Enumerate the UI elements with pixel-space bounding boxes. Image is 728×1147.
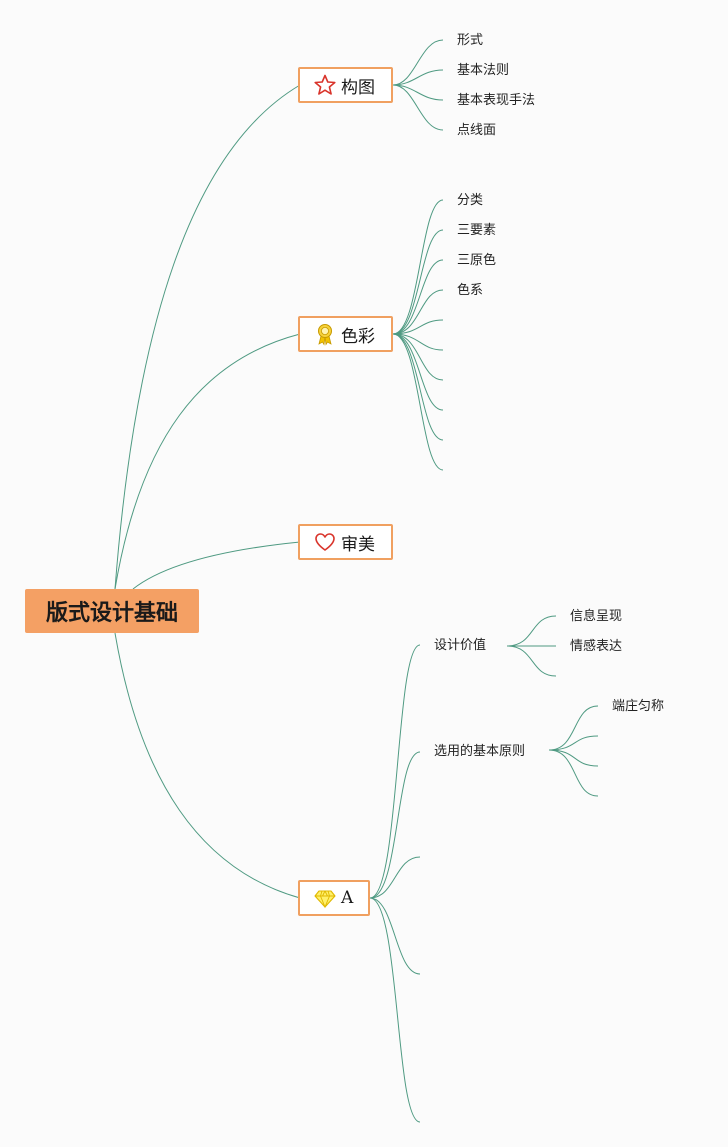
edge-root-a bbox=[114, 632, 301, 899]
edge-principle-2 bbox=[548, 735, 599, 751]
edge-principle-1 bbox=[548, 705, 599, 751]
subnode-basic-principles[interactable]: 选用的基本原则 bbox=[434, 744, 526, 759]
leaf-node[interactable]: 三原色 bbox=[457, 253, 497, 268]
edge-principle-3 bbox=[548, 749, 599, 767]
edge-root-goutu bbox=[114, 84, 301, 590]
root-label: 版式设计基础 bbox=[45, 601, 178, 626]
leaf-node[interactable]: 信息呈现 bbox=[570, 609, 623, 624]
edge-a-4 bbox=[369, 897, 421, 975]
edge-secai-9 bbox=[392, 333, 444, 441]
leaf-node[interactable]: 分类 bbox=[457, 193, 484, 208]
edge-a-2 bbox=[369, 751, 421, 899]
subnode-design-value[interactable]: 设计价值 bbox=[434, 638, 487, 653]
edge-value-1 bbox=[506, 615, 557, 647]
edge-secai-4 bbox=[392, 289, 444, 335]
edge-secai-6 bbox=[392, 333, 444, 351]
branch-label: A bbox=[341, 888, 354, 908]
edge-goutu-4 bbox=[392, 84, 444, 131]
edge-secai-1 bbox=[392, 199, 444, 335]
edge-secai-5 bbox=[392, 319, 444, 335]
leaf-node[interactable]: 点线面 bbox=[457, 123, 497, 138]
leaf-node[interactable]: 色系 bbox=[457, 283, 484, 298]
edge-a-5 bbox=[369, 897, 421, 1123]
branch-node-secai[interactable]: 色彩 bbox=[298, 316, 393, 352]
heart-icon bbox=[313, 530, 337, 554]
edge-a-3 bbox=[369, 856, 421, 899]
branch-node-goutu[interactable]: 构图 bbox=[298, 67, 393, 103]
edge-secai-8 bbox=[392, 333, 444, 411]
award-medal-icon bbox=[313, 322, 337, 346]
star-icon bbox=[313, 73, 337, 97]
edge-goutu-1 bbox=[392, 39, 444, 86]
leaf-node[interactable]: 基本法则 bbox=[457, 63, 510, 78]
edge-a-1 bbox=[369, 644, 421, 899]
edge-principle-4 bbox=[548, 749, 599, 797]
edge-secai-3 bbox=[392, 259, 444, 335]
branch-label: 构图 bbox=[341, 77, 375, 98]
edge-root-secai bbox=[114, 333, 301, 590]
diamond-icon bbox=[313, 886, 337, 910]
leaf-node[interactable]: 三要素 bbox=[457, 223, 497, 238]
edge-secai-2 bbox=[392, 229, 444, 335]
edge-value-3 bbox=[506, 645, 557, 677]
edge-secai-7 bbox=[392, 333, 444, 381]
edge-goutu-2 bbox=[392, 69, 444, 86]
leaf-node[interactable]: 情感表达 bbox=[570, 639, 623, 654]
leaf-node[interactable]: 基本表现手法 bbox=[457, 93, 536, 108]
branch-label: 色彩 bbox=[341, 326, 375, 347]
branch-node-a[interactable]: A bbox=[298, 880, 370, 916]
leaf-node[interactable]: 形式 bbox=[457, 33, 484, 48]
edge-secai-10 bbox=[392, 333, 444, 471]
branch-node-shenmei[interactable]: 审美 bbox=[298, 524, 393, 560]
edge-root-shenmei bbox=[132, 541, 301, 590]
root-node[interactable]: 版式设计基础 bbox=[25, 589, 199, 633]
branch-label: 审美 bbox=[341, 534, 375, 555]
leaf-node[interactable]: 端庄匀称 bbox=[612, 699, 665, 714]
